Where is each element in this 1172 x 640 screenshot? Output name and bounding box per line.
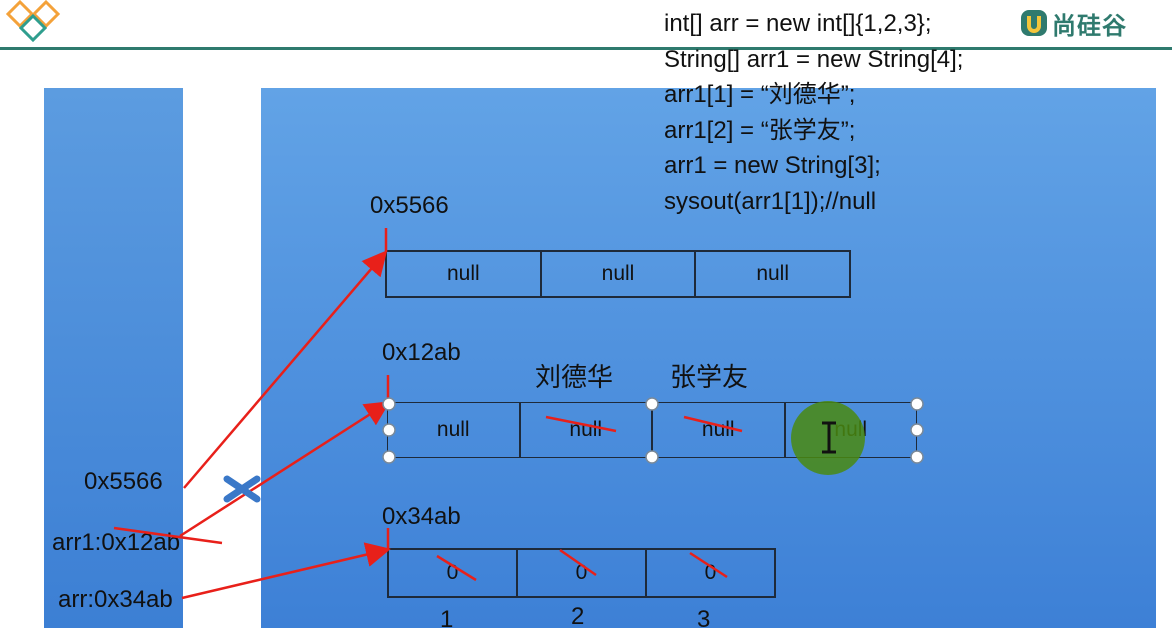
- brand-name: 尚硅谷: [1052, 11, 1127, 40]
- code-line: sysout(arr1[1]);//null: [664, 187, 877, 215]
- heap-address-0x34ab: 0x34ab: [382, 503, 461, 530]
- array-cell: null: [756, 262, 790, 285]
- stack-entry-0x5566: 0x5566: [84, 468, 163, 495]
- array-index: 2: [571, 603, 585, 630]
- array-cell: null: [834, 418, 868, 441]
- code-line: arr1 = new String[3];: [664, 152, 881, 179]
- array-index: 3: [697, 606, 711, 633]
- array-cell: 0: [389, 550, 518, 596]
- heap-memory-panel: [261, 88, 1156, 628]
- heap-array-0x5566: null null null: [385, 250, 851, 298]
- array-index: 1: [440, 606, 454, 633]
- heap-array-0x34ab: 0 0 0: [387, 548, 776, 598]
- array-cell: null: [542, 252, 697, 296]
- array-cell: null: [387, 252, 542, 296]
- array-cell: null: [521, 403, 653, 457]
- code-line: int[] arr = new int[]{1,2,3};: [664, 10, 932, 37]
- array-cell: null: [653, 403, 786, 457]
- array-cell: 0: [704, 561, 717, 584]
- array-cell: 0: [518, 550, 647, 596]
- brand-mark-icon: [1021, 10, 1047, 36]
- heap-array-0x12ab[interactable]: null null null null: [387, 402, 917, 458]
- code-line: arr1[1] = “刘德华”;: [664, 81, 856, 108]
- heap-address-0x12ab: 0x12ab: [382, 339, 461, 366]
- stored-name-zhang: 张学友: [670, 363, 749, 393]
- code-line: String[] arr1 = new String[4];: [664, 45, 964, 73]
- stack-entry-arr: arr:0x34ab: [58, 586, 173, 613]
- array-cell: null: [388, 403, 521, 457]
- code-snippet: int[] arr = new int[]{1,2,3}; String[] a…: [664, 6, 1044, 219]
- stack-entry-arr1: arr1:0x12ab: [52, 529, 181, 556]
- logo-diamonds-icon: [5, 0, 61, 43]
- code-line: arr1[2] = “张学友”;: [664, 116, 856, 144]
- heap-address-0x5566: 0x5566: [370, 192, 449, 219]
- broken-reference-cross-icon: [223, 475, 261, 503]
- stored-name-liu: 刘德华: [535, 363, 614, 393]
- brand-logo: 尚硅谷: [1020, 4, 1170, 42]
- header-divider: [0, 47, 1172, 50]
